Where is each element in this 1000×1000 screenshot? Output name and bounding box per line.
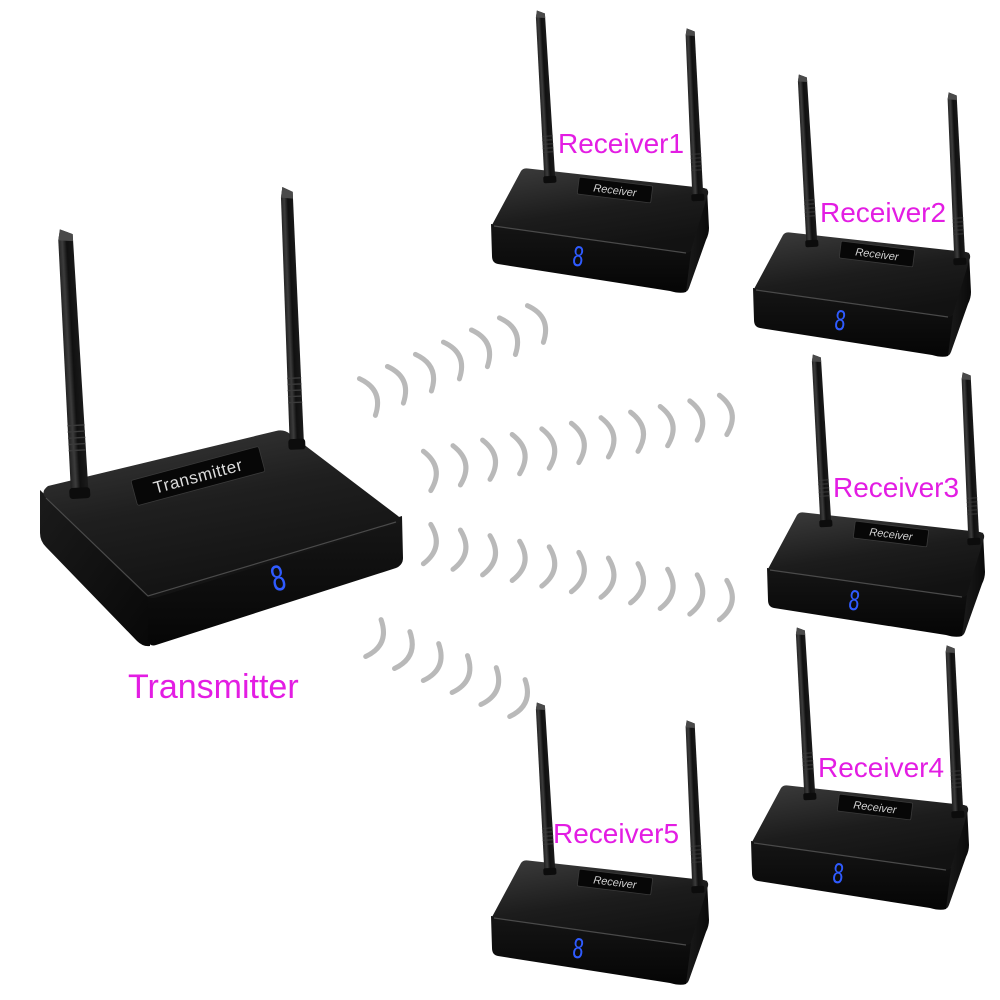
right-antenna (944, 91, 968, 266)
signal-arc (524, 303, 549, 345)
receiver-2: Receiver 8 (752, 73, 972, 358)
signal-arc (450, 527, 469, 572)
signal-arc (687, 398, 706, 443)
receiver-3-caption: Receiver3 (833, 472, 959, 503)
right-antenna (682, 719, 706, 894)
left-antenna (795, 73, 820, 248)
faceplate (839, 240, 915, 268)
led-display: 8 (570, 240, 586, 273)
signal-arc (716, 392, 735, 438)
faceplate (837, 793, 913, 821)
transmitter-left-face (40, 490, 150, 647)
receiver-4: Receiver 8 (750, 626, 970, 911)
signal-arc (478, 665, 502, 708)
faceplate-label: Receiver (593, 182, 639, 199)
left-antenna (809, 353, 834, 528)
signal-arc (507, 677, 530, 720)
signal-arc (480, 533, 498, 578)
transmitter-caption: Transmitter (128, 668, 299, 706)
receiver-faceplate: Receiver (839, 240, 915, 268)
left-antenna (533, 9, 558, 184)
right-antenna (942, 644, 966, 819)
signal-arc (657, 566, 676, 612)
signal-arc (449, 653, 473, 696)
signal-arc (440, 339, 465, 382)
right-antenna (958, 371, 982, 546)
signal-arc (420, 448, 439, 494)
signal-waves (356, 303, 735, 720)
receiver-faceplate: Receiver (577, 176, 653, 204)
faceplate-label: Receiver (855, 246, 901, 263)
faceplate (853, 520, 929, 548)
receiver-faceplate: Receiver (577, 868, 653, 896)
faceplate-label: Receiver (853, 799, 899, 816)
receiver-4-caption: Receiver4 (818, 752, 944, 783)
left-antenna (533, 701, 558, 876)
receiver-5-caption: Receiver5 (553, 818, 679, 849)
receiver-1-caption: Receiver1 (558, 128, 684, 159)
faceplate-label: Receiver (593, 874, 639, 891)
receiver-2-caption: Receiver2 (820, 197, 946, 228)
signal-arc (363, 617, 386, 660)
receiver-5: Receiver 8 (490, 701, 710, 986)
transmitter-left-antenna (53, 227, 92, 500)
signal-arc (598, 555, 617, 600)
transmitter-right-antenna (277, 185, 307, 451)
signal-arc (716, 577, 735, 623)
signal-arc (391, 629, 415, 672)
led-display: 8 (846, 584, 862, 617)
signal-arc (496, 315, 521, 358)
signal-arc (480, 437, 498, 482)
signal-arc (468, 327, 493, 370)
faceplate-label: Receiver (869, 526, 915, 543)
faceplate (130, 446, 266, 506)
signal-arc (687, 572, 706, 617)
receiver-faceplate: Receiver (853, 520, 929, 548)
transmitter: Transmitter 8 (40, 185, 403, 647)
signal-arc (420, 641, 444, 684)
receiver-1: Receiver 8 (490, 9, 710, 294)
signal-arc (356, 376, 381, 418)
transmitter-front-face (148, 516, 403, 646)
left-antenna (793, 626, 818, 801)
led-display: 8 (830, 857, 846, 890)
led-display: 8 (570, 932, 586, 965)
signal-arc (412, 351, 437, 394)
signal-arc (628, 409, 646, 454)
signal-arc (539, 544, 558, 589)
signal-arc (598, 415, 617, 460)
signal-arc (450, 443, 469, 488)
signal-arc (628, 561, 646, 606)
right-antenna (682, 27, 706, 202)
receiver-faceplate: Receiver (837, 793, 913, 821)
signal-arc (539, 426, 558, 471)
faceplate (577, 868, 653, 896)
transmitter-top-face (43, 430, 401, 598)
signal-arc (568, 549, 587, 595)
signal-arc (509, 538, 528, 584)
signal-arc (657, 403, 676, 449)
receiver-3: Receiver 8 (766, 353, 986, 638)
signal-arc (420, 521, 439, 567)
signal-arc (509, 431, 528, 477)
faceplate (577, 176, 653, 204)
led-display: 8 (832, 304, 848, 337)
signal-arc (384, 363, 409, 406)
signal-arc (568, 420, 587, 466)
transmitter-edge-highlight (45, 497, 397, 597)
